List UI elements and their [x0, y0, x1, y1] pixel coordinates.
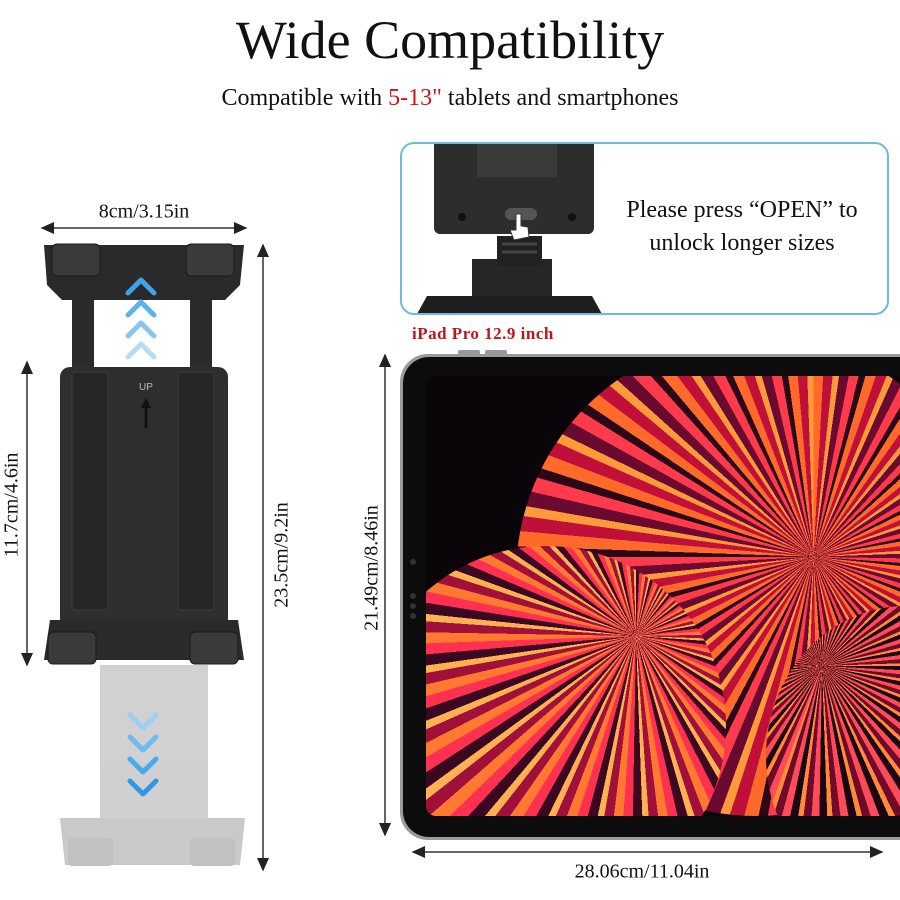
up-marking: UP [139, 382, 153, 393]
bottom-clamp [44, 620, 244, 665]
page-title: Wide Compatibility [235, 10, 665, 70]
holder-body: UP [60, 367, 228, 632]
holder-body-height-label: 11.7cm/4.6in [0, 452, 23, 558]
up-arrow-icon [141, 398, 151, 428]
extend-up-arrows-icon [125, 277, 157, 360]
pointing-hand-icon [509, 213, 530, 241]
tablet-screen [426, 376, 900, 816]
subtitle: Compatible with 5-13" tablets and smartp… [0, 82, 900, 114]
holder-width-label: 8cm/3.15in [98, 200, 190, 223]
tablet-model-label: iPad Pro 12.9 inch [412, 324, 554, 343]
open-button-callout: Please press “OPEN” to unlock longer siz… [400, 142, 889, 315]
open-button-closeup [417, 144, 602, 313]
tablet-height-label: 21.49cm/8.46in [360, 505, 383, 631]
holder-extended-height-label: 23.5cm/9.2in [270, 502, 293, 608]
extended-bottom-clamp [60, 665, 245, 866]
size-range-highlight: 5-13" [388, 85, 442, 111]
subtitle-suffix: tablets and smartphones [441, 85, 679, 111]
top-clamp [44, 243, 244, 300]
subtitle-prefix: Compatible with [221, 85, 389, 111]
tablet-width-label: 28.06cm/11.04in [574, 860, 710, 883]
ipad-illustration [379, 350, 900, 858]
callout-line-1: Please press “OPEN” to [626, 197, 858, 223]
callout-line-2: unlock longer sizes [649, 230, 835, 256]
tablet-holder-illustration: UP [21, 222, 269, 872]
extend-down-arrows-icon [127, 712, 159, 797]
